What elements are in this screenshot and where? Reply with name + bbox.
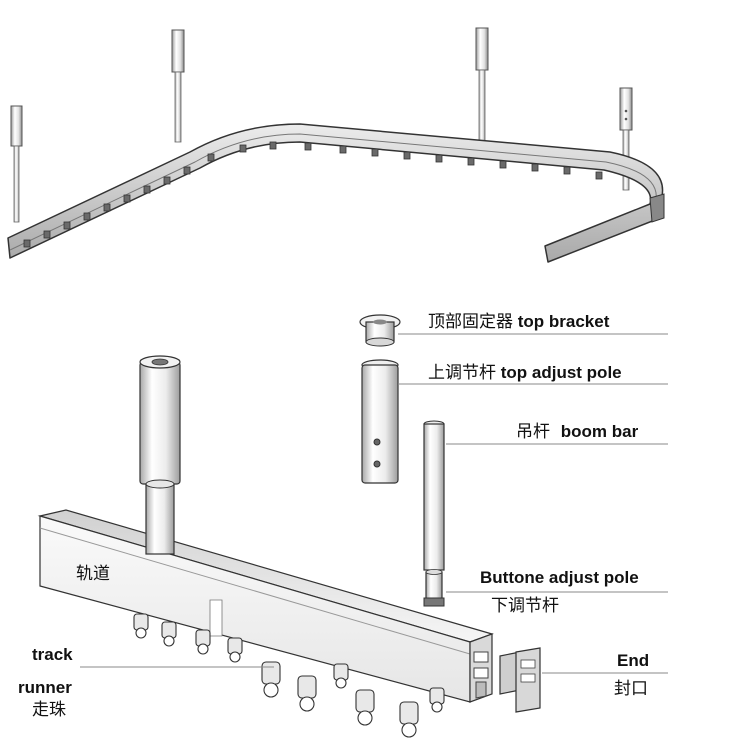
runner xyxy=(133,613,149,639)
label-rail-cn: 轨道 xyxy=(76,564,110,584)
label-bottom-adjust-pole-en: Buttone adjust pole xyxy=(480,568,639,587)
label-boom-bar-cn: 吊杆 xyxy=(516,422,550,442)
runner xyxy=(429,687,445,713)
label-top-bracket: 顶部固定器 top bracket xyxy=(428,312,609,332)
suspension-rod xyxy=(475,27,489,143)
installed-track-illustration xyxy=(7,27,665,263)
bottom-adjust-pole-part xyxy=(423,569,445,607)
label-track-en: track xyxy=(32,645,73,664)
label-boom-bar-en: boom bar xyxy=(560,422,639,441)
runner xyxy=(161,621,177,647)
label-top-adjust-pole-cn: 上调节杆 xyxy=(428,363,496,383)
boom-bar-part xyxy=(423,420,445,571)
label-top-bracket-cn: 顶部固定器 xyxy=(428,312,513,332)
suspension-rod xyxy=(10,105,23,223)
runner xyxy=(195,629,211,655)
label-runner-cn: 走珠 xyxy=(32,700,66,720)
label-runner-en: runner xyxy=(18,678,72,697)
runner xyxy=(399,701,419,738)
leader-lines xyxy=(80,333,668,674)
label-top-adjust-pole-en: top adjust pole xyxy=(500,363,622,382)
label-boom-bar: 吊杆 boom bar xyxy=(516,422,638,442)
runner xyxy=(227,637,243,663)
curved-rail xyxy=(7,123,664,263)
runner xyxy=(297,675,317,712)
suspension-rod xyxy=(171,29,185,143)
top-bracket-part xyxy=(359,314,401,347)
end-cap-part xyxy=(499,647,541,713)
label-end-en: End xyxy=(617,651,650,670)
label-top-bracket-en: top bracket xyxy=(517,312,610,331)
runner xyxy=(355,689,375,726)
label-top-adjust-pole: 上调节杆 top adjust pole xyxy=(428,363,622,383)
rail-runners xyxy=(23,141,603,248)
label-end-cn: 封口 xyxy=(614,679,648,699)
exploded-parts xyxy=(37,314,668,738)
runner xyxy=(333,663,349,689)
label-bottom-adjust-pole-cn: 下调节杆 xyxy=(491,596,559,616)
runner-parts xyxy=(133,613,445,738)
assembled-pole xyxy=(139,355,181,555)
top-adjust-pole-part xyxy=(361,359,399,484)
